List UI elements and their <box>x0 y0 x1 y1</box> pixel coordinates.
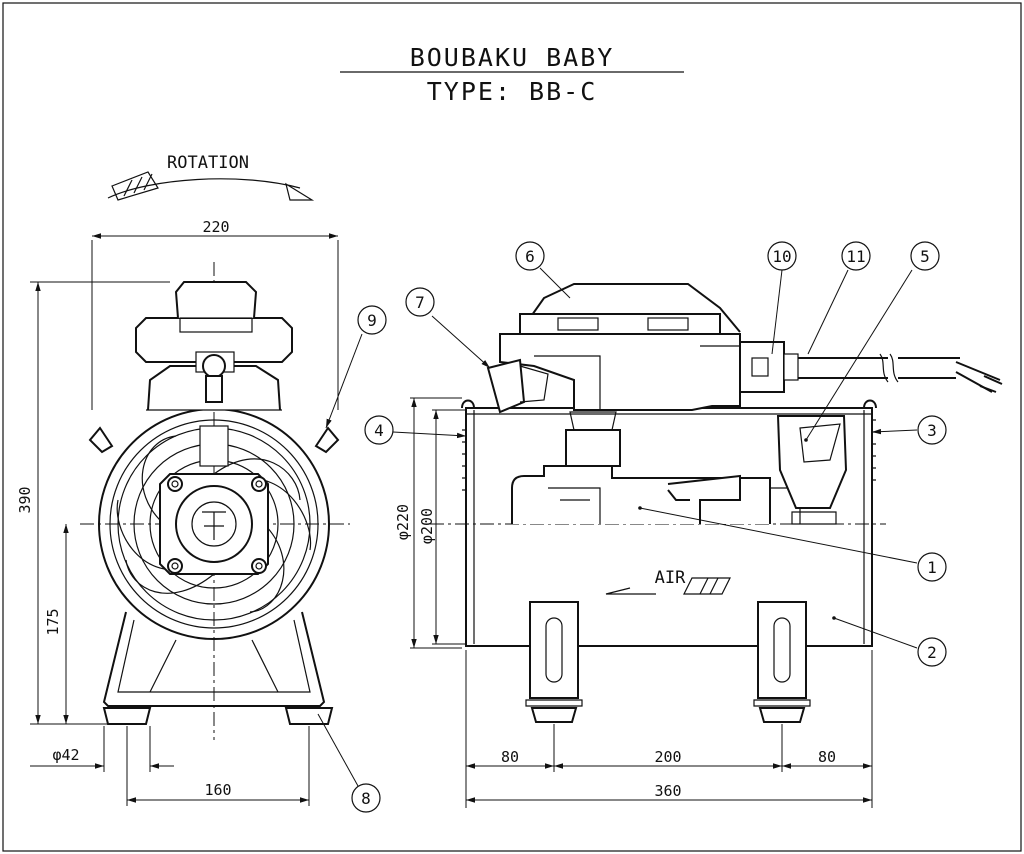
svg-text:3: 3 <box>927 421 937 440</box>
dim-foot-spacing: 160 <box>204 781 231 799</box>
front-hook-left <box>88 426 114 454</box>
svg-text:10: 10 <box>772 247 791 266</box>
side-cable-gland <box>486 358 526 414</box>
svg-text:1: 1 <box>927 558 937 577</box>
rotation-arrow-icon <box>285 182 315 201</box>
side-fan-blade <box>776 415 848 509</box>
dim-duct-outer-diameter: φ220 <box>394 504 412 540</box>
callout-1: 1 <box>917 552 947 582</box>
side-cable <box>798 357 888 379</box>
callout-10: 10 <box>767 241 797 271</box>
dim-side-left-offset: 80 <box>501 748 519 766</box>
side-motor-neck <box>565 429 621 467</box>
front-stand <box>102 611 326 707</box>
callout-7: 7 <box>405 287 435 317</box>
callout-2: 2 <box>917 637 947 667</box>
callout-11: 11 <box>841 241 871 271</box>
dim-front-height: 390 <box>16 486 34 513</box>
callout-4: 4 <box>364 415 394 445</box>
side-motor-bracket <box>667 474 741 524</box>
front-terminal-box <box>135 317 293 363</box>
front-hub-logo <box>202 511 226 540</box>
dim-front-center-height: 175 <box>44 608 62 635</box>
air-arrow-icon <box>605 587 656 595</box>
title-block: BOUBAKU BABY TYPE: BB-C <box>340 43 684 106</box>
dim-side-right-offset: 80 <box>818 748 836 766</box>
title-type: TYPE: BB-C <box>427 77 598 106</box>
side-leg-right <box>753 601 811 723</box>
callout-8: 8 <box>351 783 381 813</box>
side-cable-entry <box>739 341 785 393</box>
front-hook-right <box>314 426 340 454</box>
svg-text:4: 4 <box>374 421 384 440</box>
svg-text:11: 11 <box>846 247 865 266</box>
side-view: AIR <box>394 283 1003 808</box>
front-terminal-cover <box>174 281 258 319</box>
rotation-hatch-box <box>111 171 159 201</box>
title-name: BOUBAKU BABY <box>410 43 615 72</box>
svg-text:7: 7 <box>415 293 425 312</box>
side-leg-left <box>525 601 583 723</box>
front-foot-right <box>284 707 334 725</box>
rotation-label: ROTATION <box>167 153 249 173</box>
front-view: ROTATION <box>16 153 350 806</box>
dim-side-total-length: 360 <box>654 782 681 800</box>
air-label: AIR <box>655 568 686 588</box>
svg-text:6: 6 <box>525 247 535 266</box>
dim-foot-diameter: φ42 <box>52 746 79 764</box>
dim-side-mid-span: 200 <box>654 748 681 766</box>
front-duct-inner <box>109 419 319 629</box>
svg-text:9: 9 <box>367 311 377 330</box>
cable-wire-ends <box>955 361 1001 393</box>
dim-duct-inner-diameter: φ200 <box>418 508 436 544</box>
dim-front-width: 220 <box>202 218 229 236</box>
callout-9: 9 <box>357 305 387 335</box>
callout-6: 6 <box>515 241 545 271</box>
callouts: 1 2 3 4 5 6 7 8 9 10 11 <box>317 241 947 813</box>
svg-text:8: 8 <box>361 789 371 808</box>
callout-3: 3 <box>917 415 947 445</box>
front-foot-left <box>102 707 152 725</box>
callout-5: 5 <box>910 241 940 271</box>
svg-text:2: 2 <box>927 643 937 662</box>
svg-text:5: 5 <box>920 247 930 266</box>
rotation-arc <box>107 178 301 199</box>
front-cable-gland <box>202 354 226 378</box>
